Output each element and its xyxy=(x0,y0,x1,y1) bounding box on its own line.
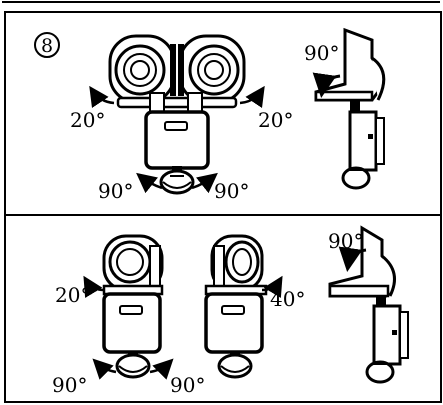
label-sensor-left: 90° xyxy=(98,179,133,203)
step-circle xyxy=(34,32,60,58)
arrow-bottom-left xyxy=(83,275,105,299)
top-panel: 8 xyxy=(34,27,386,203)
arrow-bottom-sensor-right xyxy=(149,358,174,380)
label-right-rotation: 20° xyxy=(258,108,293,132)
arrow-right-head xyxy=(239,85,265,109)
motion-sensor xyxy=(159,166,195,195)
arrow-sensor-left xyxy=(136,172,163,194)
step-number: 8 xyxy=(41,35,53,57)
side-view-top xyxy=(314,27,386,190)
arrow-left-head xyxy=(89,85,115,109)
arrow-bottom-sensor-left xyxy=(92,358,117,380)
label-bottom-middle-rotation: 40° xyxy=(270,287,305,311)
label-side-tilt: 90° xyxy=(304,41,339,65)
side-view-bottom xyxy=(328,225,409,384)
arrow-side-tilt xyxy=(312,72,341,98)
hinge-bar xyxy=(116,96,238,109)
arrow-bottom-middle xyxy=(261,275,283,299)
lamp-head-left xyxy=(108,34,176,104)
lamp-left-rotated xyxy=(102,234,164,379)
bottom-panel: 20° 90° 90° 40° xyxy=(52,225,409,397)
label-bottom-side-tilt: 90° xyxy=(328,229,363,253)
label-bottom-sensor-left: 90° xyxy=(52,373,87,397)
label-left-rotation: 20° xyxy=(70,108,105,132)
lamp-body xyxy=(144,110,210,170)
arrow-sensor-right xyxy=(191,172,218,194)
lamp-middle-rotated xyxy=(204,234,268,379)
arrow-bottom-side-tilt xyxy=(338,246,367,272)
label-bottom-sensor-right: 90° xyxy=(170,373,205,397)
outer-frame xyxy=(4,11,442,403)
label-bottom-left-rotation: 20° xyxy=(55,283,90,307)
label-sensor-right: 90° xyxy=(214,179,249,203)
